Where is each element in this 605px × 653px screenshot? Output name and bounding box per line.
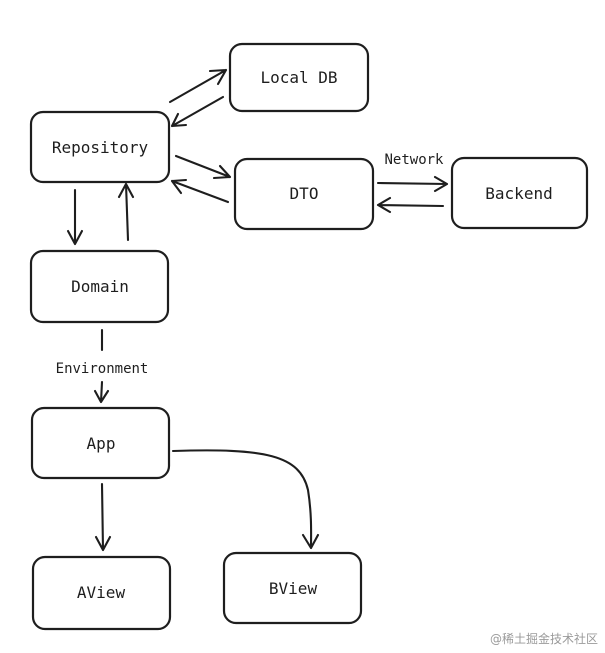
- dto-box: [233, 157, 375, 231]
- aview-box: [31, 555, 172, 631]
- bview-box: [222, 551, 363, 625]
- app-label: App: [87, 434, 116, 453]
- arrow-dto-to-repository: [170, 178, 230, 204]
- repository-box: [29, 110, 171, 184]
- network-label: Network: [384, 152, 444, 168]
- arrow-repository-to-dto: [174, 154, 232, 180]
- arrow-backend-to-dto: [376, 196, 445, 214]
- arrow-environment-to-app: [93, 380, 110, 404]
- repository-label: Repository: [52, 138, 149, 157]
- arrow-app-to-bview: [171, 449, 320, 550]
- arrow-localdb-to-repository: [170, 95, 225, 128]
- arrow-domain-to-repository: [117, 182, 135, 242]
- dto-label: DTO: [290, 184, 319, 203]
- domain-label: Domain: [71, 277, 129, 296]
- watermark: @稀土掘金技术社区: [490, 631, 598, 646]
- arrow-dto-to-backend: [376, 175, 449, 193]
- arrow-repository-to-domain: [66, 188, 84, 246]
- bview-label: BView: [269, 579, 318, 598]
- aview-label: AView: [77, 583, 126, 602]
- local-db-label: Local DB: [260, 68, 337, 87]
- arrow-repository-to-localdb: [168, 68, 228, 104]
- environment-label: Environment: [56, 361, 149, 377]
- arrow-app-to-aview: [94, 482, 112, 552]
- local-db-box: [228, 42, 370, 113]
- backend-label: Backend: [485, 184, 552, 203]
- app-box: [30, 406, 171, 480]
- backend-box: [450, 156, 589, 230]
- domain-box: [29, 249, 170, 324]
